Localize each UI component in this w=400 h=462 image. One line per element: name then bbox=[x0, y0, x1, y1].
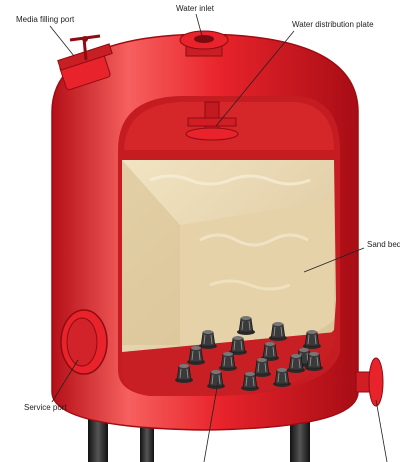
service-port-label: Service port bbox=[24, 403, 67, 413]
media-filling-port-label: Media filling port bbox=[16, 15, 74, 25]
water-inlet-label: Water inlet bbox=[176, 4, 214, 14]
side-outlet-pipe bbox=[356, 358, 383, 406]
water-distribution-plate-label: Water distribution plate bbox=[292, 20, 374, 30]
water-inlet bbox=[180, 31, 228, 56]
service-port bbox=[61, 310, 107, 374]
sand-bed bbox=[122, 160, 336, 360]
sand-bed-label: Sand bed bbox=[367, 240, 400, 250]
